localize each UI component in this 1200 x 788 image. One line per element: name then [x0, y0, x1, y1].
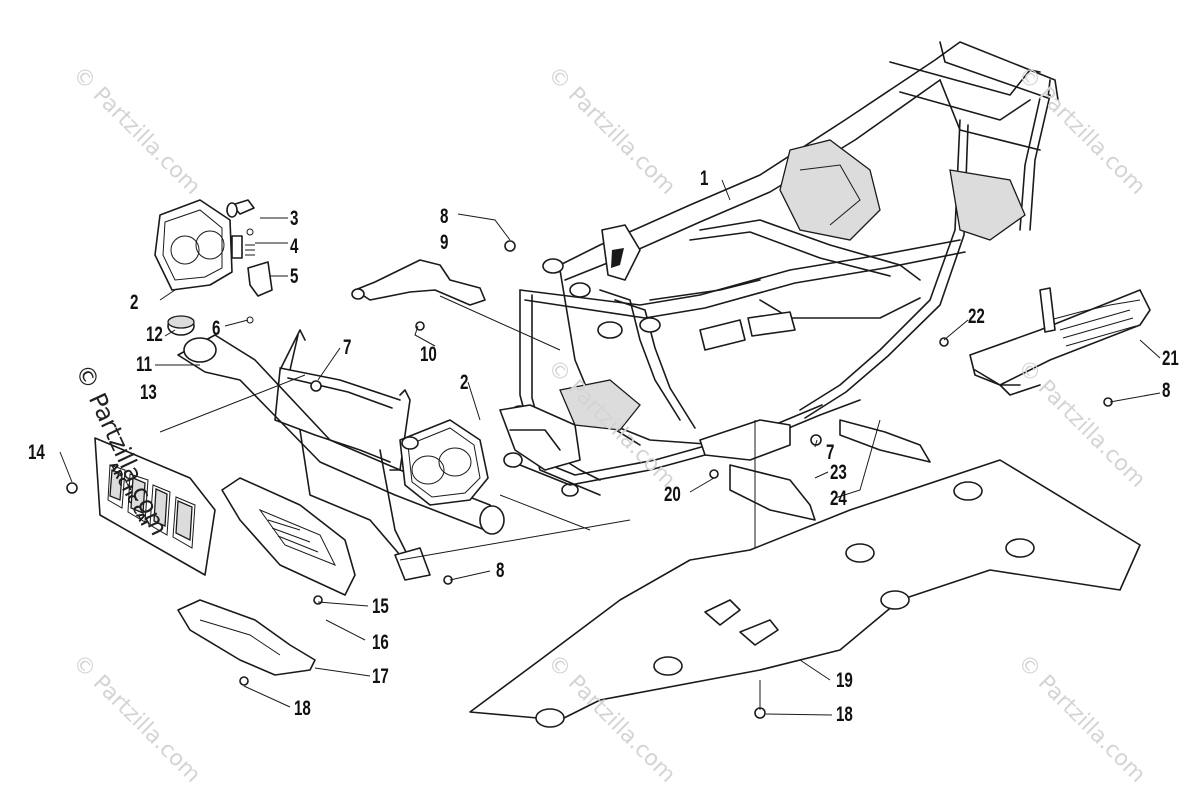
- part-label-7: 7: [826, 441, 835, 464]
- part-label-15: 15: [372, 595, 389, 618]
- bumper-mount-bracket: [351, 259, 486, 306]
- part-label-16: 16: [372, 631, 389, 654]
- headlight-left: [154, 199, 243, 291]
- part-label-2: 2: [460, 371, 469, 394]
- part-label-1: 1: [700, 167, 709, 190]
- part-label-6: 6: [212, 317, 221, 340]
- part-label-7: 7: [343, 336, 352, 359]
- front-skid-panel: [221, 477, 356, 596]
- footrest-right: [969, 287, 1151, 396]
- part-label-5: 5: [290, 265, 299, 288]
- part-label-4: 4: [290, 235, 299, 258]
- part-label-8: 8: [440, 205, 449, 228]
- part-label-9: 9: [440, 231, 449, 254]
- part-label-14: 14: [28, 441, 45, 464]
- part-label-20: 20: [664, 483, 681, 506]
- part-label-22: 22: [968, 305, 985, 328]
- part-label-2: 2: [130, 291, 139, 314]
- part-label-13: 13: [140, 381, 157, 404]
- part-label-8: 8: [496, 559, 505, 582]
- part-label-17: 17: [372, 665, 389, 688]
- headlight-mount-hardware: [226, 199, 273, 324]
- part-label-23: 23: [830, 461, 847, 484]
- part-label-24: 24: [830, 487, 847, 510]
- leader-lines: [59, 179, 1161, 716]
- headlight-right: [399, 419, 489, 506]
- part-label-12: 12: [146, 323, 163, 346]
- main-skid-plate: [469, 459, 1141, 728]
- small-skid-plate: [177, 599, 316, 676]
- front-grille: [94, 437, 216, 576]
- part-label-18: 18: [294, 697, 311, 720]
- part-label-18: 18: [836, 703, 853, 726]
- part-label-3: 3: [290, 207, 299, 230]
- part-label-10: 10: [420, 343, 437, 366]
- part-label-19: 19: [836, 669, 853, 692]
- grommet-top: [167, 315, 195, 329]
- bolts: [66, 240, 1113, 719]
- part-label-8: 8: [1162, 379, 1171, 402]
- front-bracket-frame: [274, 329, 431, 581]
- main-frame: [499, 41, 1059, 521]
- part-label-21: 21: [1162, 347, 1179, 370]
- part-label-11: 11: [136, 353, 152, 376]
